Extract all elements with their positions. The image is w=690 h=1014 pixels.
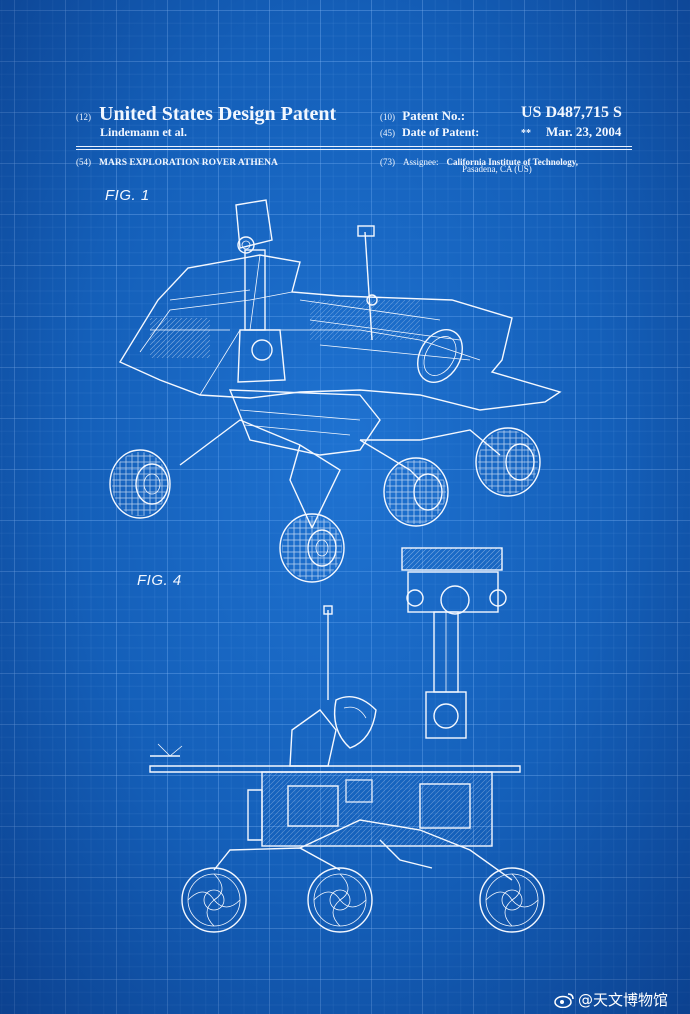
header-rule-2: [76, 149, 632, 150]
design-title-row: (54) MARS EXPLORATION ROVER ATHENA: [76, 152, 278, 170]
code-54: (54): [76, 157, 91, 167]
fig1-wheel-rear: [475, 427, 541, 497]
fig1-label: FIG. 1: [105, 187, 150, 204]
fig4-wheel-rear: [479, 867, 545, 933]
design-title: MARS EXPLORATION ROVER ATHENA: [99, 158, 278, 168]
watermark: @天文博物馆: [554, 989, 668, 1010]
fig1-rover-drawing: [109, 199, 562, 583]
code-12: (12): [76, 112, 91, 122]
patent-date: Mar. 23, 2004: [546, 124, 622, 139]
assignee-location: Pasadena, CA (US): [462, 164, 532, 174]
fig4-rover-drawing: [149, 547, 545, 933]
fig4-wheel-middle: [307, 867, 373, 933]
fig4-label: FIG. 4: [137, 572, 182, 589]
date-marker: **: [521, 128, 531, 139]
assignee-label: Assignee:: [403, 157, 439, 167]
date-row: (45) Date of Patent:: [380, 125, 479, 140]
fig1-wheel-left: [109, 449, 171, 519]
header-rule-1: [76, 146, 632, 147]
patent-number: US D487,715 S: [521, 104, 622, 121]
fig4-wheel-front: [181, 867, 247, 933]
patent-no-label: Patent No.:: [402, 108, 466, 123]
fig1-wheel-front: [279, 513, 345, 583]
date-label: Date of Patent:: [402, 125, 480, 139]
weibo-icon: [554, 992, 574, 1008]
code-10: (10): [380, 112, 395, 122]
header-title-row: (12) United States Design Patent: [76, 103, 336, 126]
assignee-row: (73) Assignee: California Institute of T…: [380, 152, 578, 170]
code-45: (45): [380, 128, 395, 138]
patent-title: United States Design Patent: [99, 103, 337, 125]
patent-no-row: (10) Patent No.:: [380, 108, 465, 124]
watermark-text: @天文博物馆: [578, 991, 669, 1009]
fig1-wheel-middle: [383, 457, 449, 527]
assignee-name: California Institute of Technology,: [446, 157, 579, 167]
inventors: Lindemann et al.: [100, 125, 188, 139]
code-73: (73): [380, 157, 395, 167]
